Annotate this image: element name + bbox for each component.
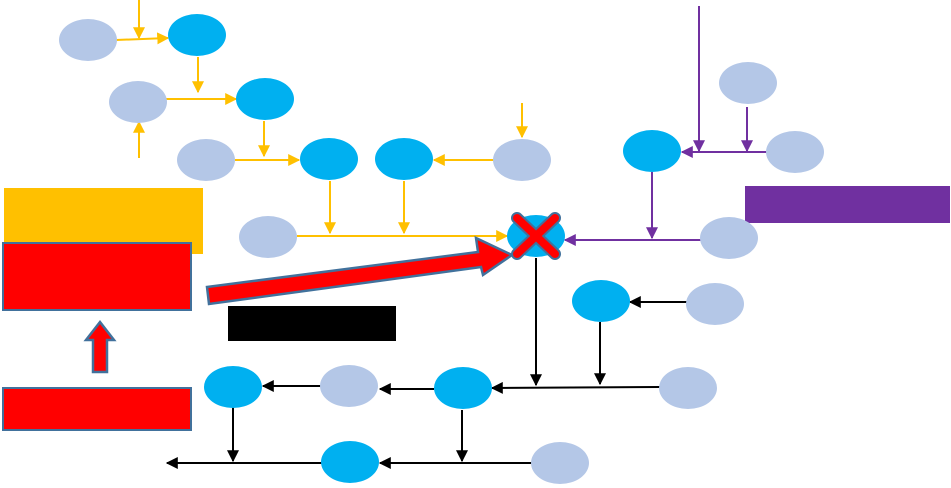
node-inactive	[59, 19, 117, 61]
node-inactive	[686, 283, 744, 325]
node-active	[321, 441, 379, 483]
block-right-arrow-icon	[205, 235, 515, 306]
node-active	[623, 130, 681, 172]
node-active	[204, 366, 262, 408]
node-active	[572, 280, 630, 322]
node-inactive	[531, 442, 589, 484]
red-label-box-bottom	[2, 387, 192, 431]
node-active	[300, 138, 358, 180]
black-label-box	[228, 306, 396, 341]
block-up-arrow-icon	[83, 319, 117, 374]
node-inactive	[766, 131, 824, 173]
red-x-icon	[511, 212, 561, 260]
node-active	[375, 138, 433, 180]
black-arrow	[490, 381, 661, 394]
yellow-pathway	[115, 0, 528, 242]
node-inactive	[493, 139, 551, 181]
node-inactive	[177, 139, 235, 181]
purple-label-box	[745, 186, 950, 223]
red-label-box-top	[2, 242, 192, 311]
node-inactive	[320, 365, 378, 407]
node-active	[236, 78, 294, 120]
node-active	[168, 14, 226, 56]
node-active	[434, 367, 492, 409]
node-inactive	[109, 81, 167, 123]
node-inactive	[659, 367, 717, 409]
purple-pathway	[563, 6, 767, 246]
black-pathway	[165, 258, 687, 469]
yellow-arrow	[115, 32, 170, 45]
node-inactive	[719, 62, 777, 104]
node-inactive	[239, 216, 297, 258]
node-inactive	[700, 217, 758, 259]
